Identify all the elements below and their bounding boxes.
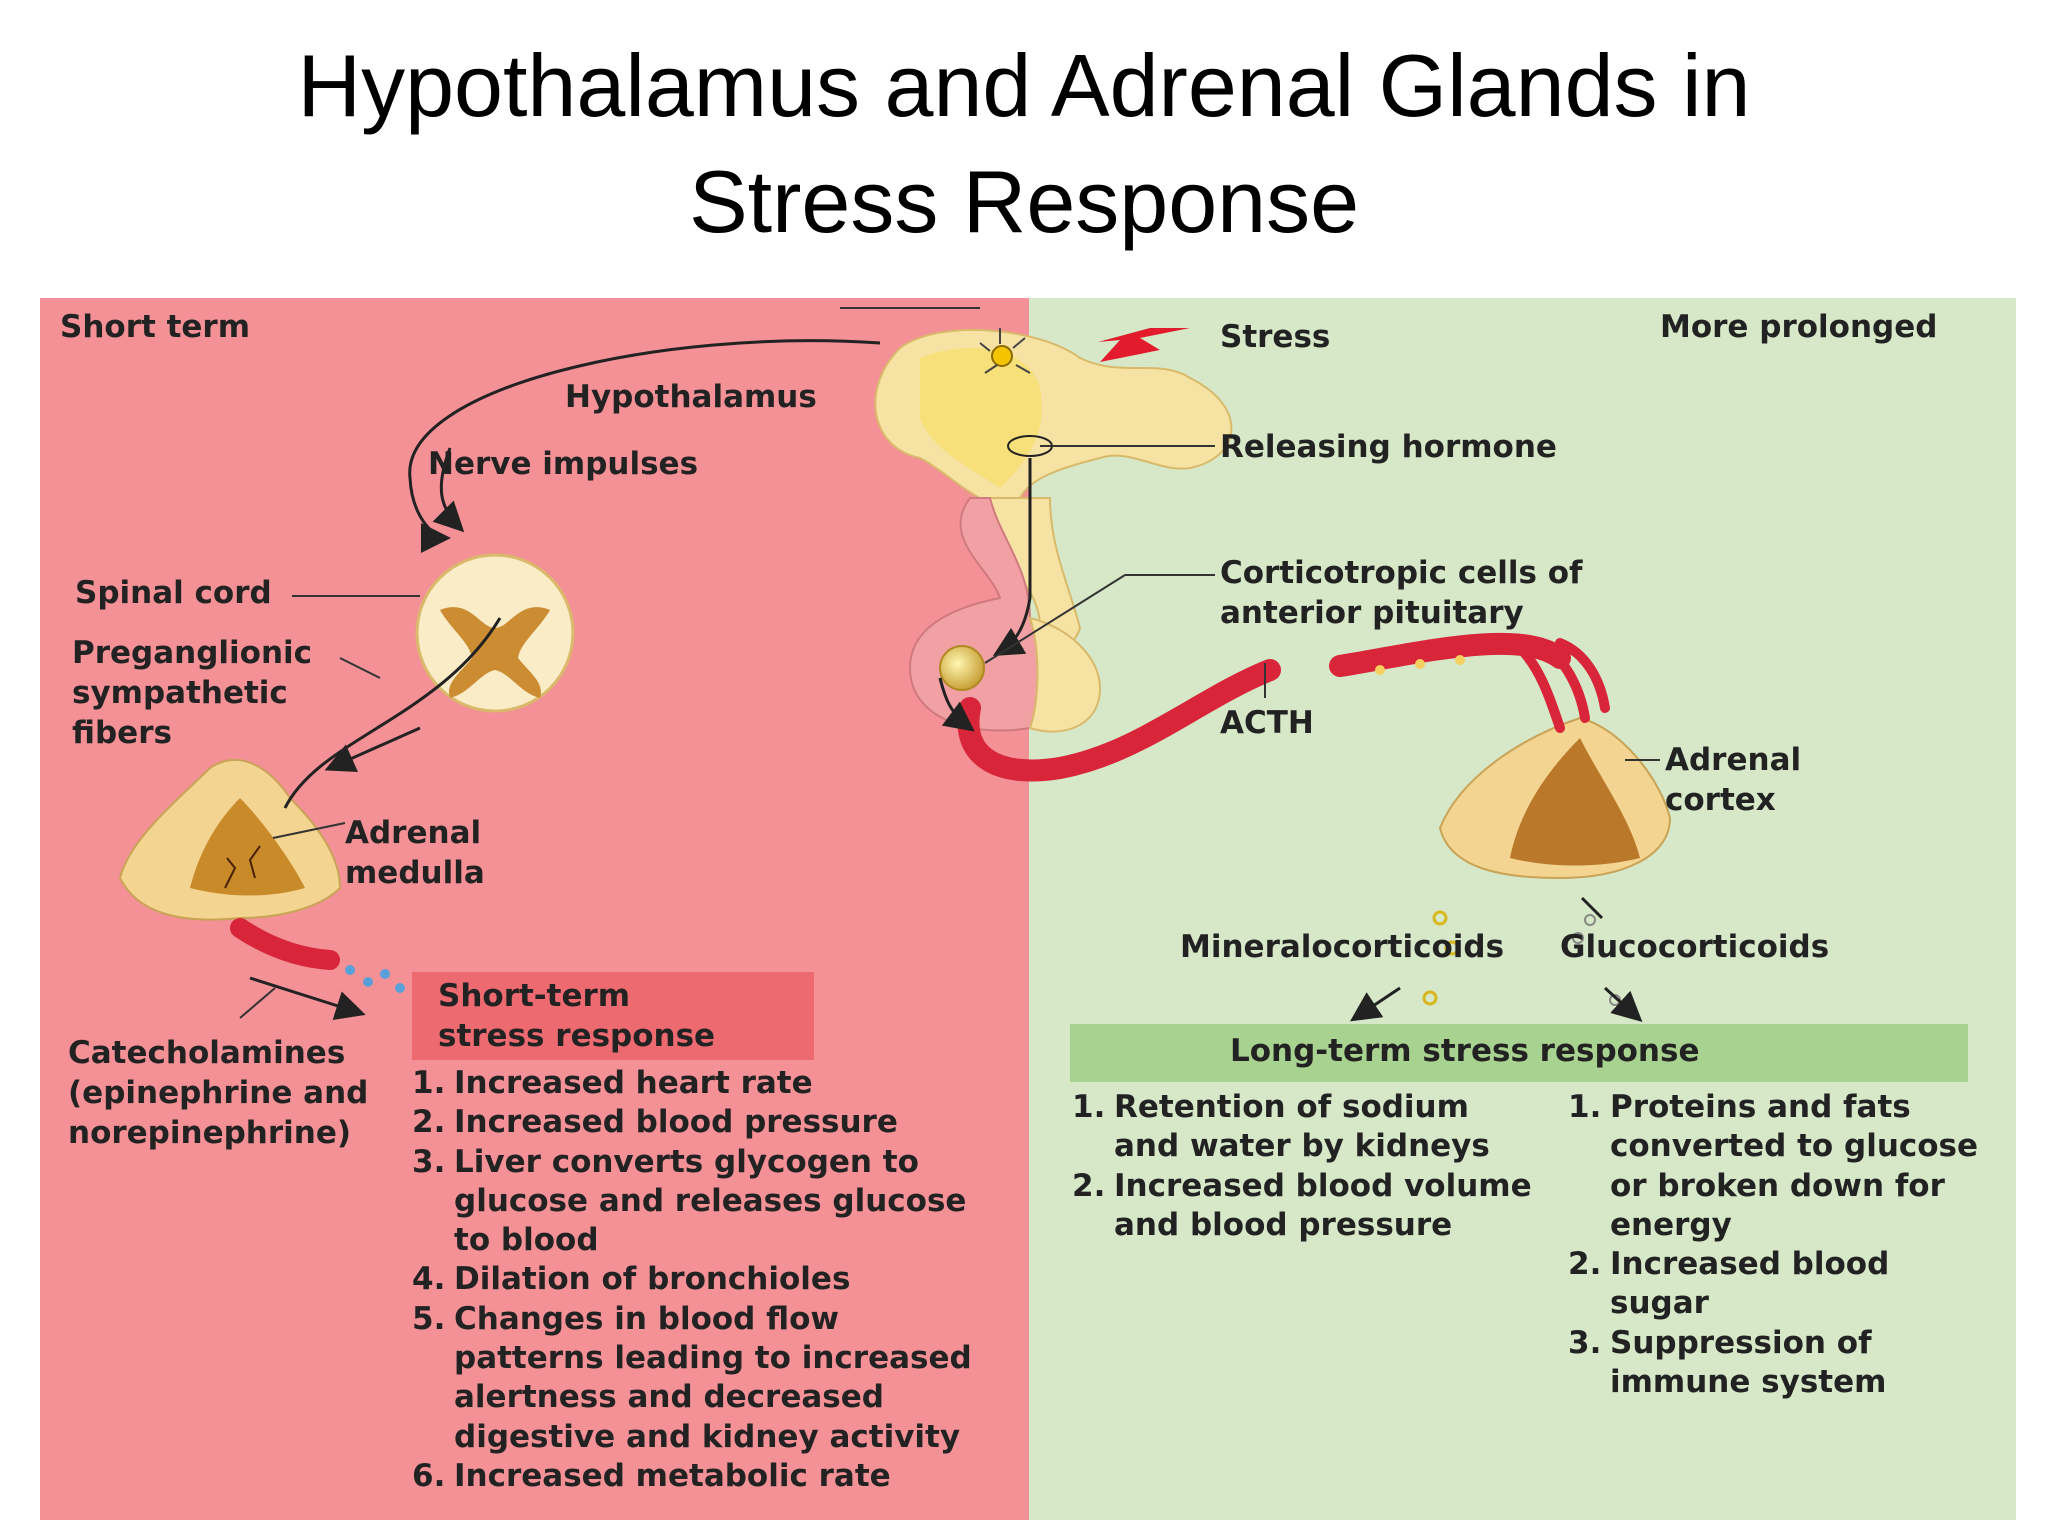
adrenal-cortex-line-1: Adrenal (1665, 742, 1802, 778)
short-term-effects-list: 1.Increased heart rate 2.Increased blood… (412, 1064, 972, 1496)
preganglionic-label: Preganglionic sympathetic fibers (72, 633, 312, 753)
catecholamines-line-3: norepinephrine) (68, 1115, 352, 1151)
adrenal-medulla-line-1: Adrenal (345, 815, 482, 851)
spinal-cord-label: Spinal cord (75, 575, 272, 611)
stress-label: Stress (1220, 319, 1331, 355)
corticotropic-line-2: anterior pituitary (1220, 595, 1524, 631)
pituitary-graphic (908, 435, 1102, 733)
diagram-artwork (118, 307, 1672, 1023)
title-line-1: Hypothalamus and Adrenal Glands in (297, 36, 1751, 135)
adrenal-medulla-label: Adrenal medulla (345, 813, 485, 893)
glucocorticoids-label: Glucocorticoids (1560, 929, 1830, 965)
prolonged-panel (1029, 298, 2016, 1520)
adrenal-cortex-line-2: cortex (1665, 782, 1776, 818)
adrenal-medulla-line-2: medulla (345, 855, 485, 891)
short-term-header: Short term (60, 309, 251, 345)
preganglionic-line-1: Preganglionic (72, 635, 313, 671)
corticotropic-label: Corticotropic cells of anterior pituitar… (1220, 553, 1583, 633)
more-prolonged-header: More prolonged (1660, 309, 1938, 345)
mineralocorticoids-label: Mineralocorticoids (1180, 929, 1505, 965)
stress-response-diagram: Short term More prolonged Stress Hypotha… (40, 298, 2016, 1520)
list-item: 2.Increased blood pressure (412, 1104, 898, 1141)
list-item: 6.Increased metabolic rate (412, 1457, 891, 1494)
nerve-impulses-label: Nerve impulses (428, 446, 699, 482)
arrow-icon (249, 339, 1643, 1023)
spinal-cord-graphic (415, 553, 575, 713)
adrenal-cortex-graphic (1438, 716, 1672, 880)
long-term-response-heading: Long-term stress response (1230, 1033, 1700, 1069)
leader-lines (239, 307, 1660, 1019)
acth-label: ACTH (1220, 705, 1314, 741)
hypothalamus-graphic (874, 328, 1233, 499)
preganglionic-line-2: sympathetic (72, 675, 288, 711)
short-term-heading-line-2: stress response (438, 1018, 716, 1054)
preganglionic-line-3: fibers (72, 715, 172, 751)
long-term-response-box (1070, 1024, 1968, 1082)
blood-vessel-graphic (230, 632, 1610, 970)
list-item: 4.Dilation of bronchioles (412, 1261, 851, 1298)
title-line-2: Stress Response (688, 152, 1360, 251)
slide-title: Hypothalamus and Adrenal Glands in Stres… (0, 28, 2048, 260)
hypothalamus-label: Hypothalamus (565, 379, 817, 415)
list-item: 1.Increased heart rate (412, 1065, 813, 1101)
corticotropic-line-1: Corticotropic cells of (1220, 555, 1583, 591)
short-term-response-box (412, 972, 814, 1060)
adrenal-cortex-label: Adrenal cortex (1665, 740, 1801, 820)
adrenal-medulla-graphic (118, 758, 342, 921)
stress-bolt-icon (1098, 328, 1190, 362)
catecholamines-line-1: Catecholamines (68, 1035, 346, 1071)
catecholamines-label: Catecholamines (epinephrine and norepine… (68, 1033, 368, 1153)
short-term-heading-line-1: Short-term (438, 978, 631, 1014)
catecholamines-line-2: (epinephrine and (68, 1075, 369, 1111)
releasing-hormone-label: Releasing hormone (1220, 429, 1557, 465)
short-term-response-heading: Short-term stress response (438, 976, 715, 1056)
